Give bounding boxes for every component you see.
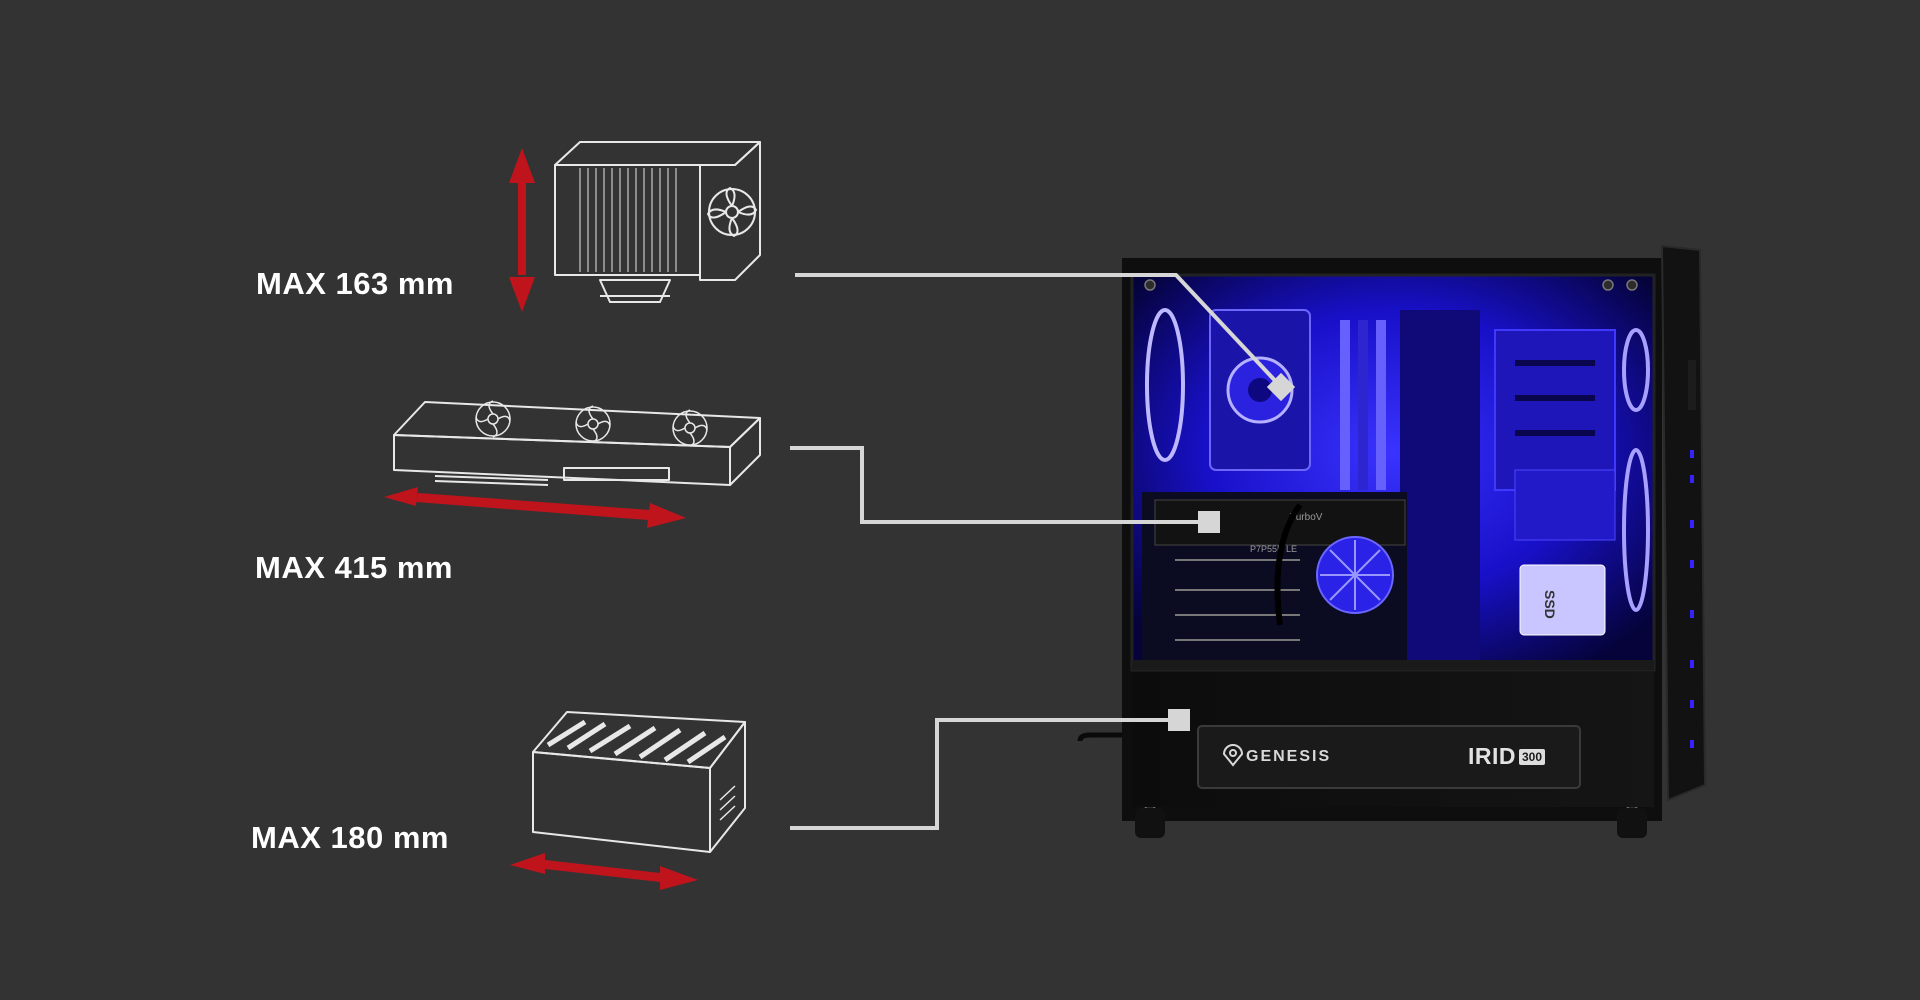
brand-plate bbox=[1197, 725, 1581, 789]
svg-text:TurboV: TurboV bbox=[1290, 512, 1323, 523]
graphics-card-max-length-label: MAX 415 mm bbox=[255, 550, 453, 585]
cpu-cooler-height-arrow bbox=[509, 148, 535, 312]
leader-lines bbox=[790, 273, 1284, 830]
graphics-card-length-arrow bbox=[384, 487, 686, 528]
svg-text:P7P55D LE: P7P55D LE bbox=[1250, 544, 1297, 554]
cpu-cooler-leader-line bbox=[795, 273, 1284, 390]
leader-endpoints bbox=[1168, 372, 1296, 731]
cpu-cooler-max-height-label: MAX 163 mm bbox=[256, 266, 454, 301]
graphics-card-icon bbox=[393, 400, 761, 486]
cpu-cooler-icon bbox=[554, 141, 761, 303]
genesis-logo-icon bbox=[1222, 744, 1244, 767]
case-foot bbox=[1135, 808, 1165, 838]
model-badge: IRID 300 bbox=[1468, 743, 1546, 770]
brand-name: GENESIS bbox=[1246, 748, 1332, 765]
pc-case: SSD TurboV P7P55D LE bbox=[1077, 244, 1707, 838]
front-led-strip bbox=[1690, 450, 1694, 748]
graphics-card-leader-line bbox=[790, 446, 1208, 524]
case-foot bbox=[1617, 808, 1647, 838]
svg-text:SSD: SSD bbox=[1542, 590, 1558, 619]
model-number: 300 bbox=[1519, 748, 1546, 765]
power-supply-icon bbox=[532, 711, 746, 853]
model-name: IRID bbox=[1468, 743, 1516, 769]
power-supply-max-length-label: MAX 180 mm bbox=[251, 820, 449, 855]
ssd-drive: SSD bbox=[1519, 564, 1606, 636]
power-supply-leader-line bbox=[790, 718, 1178, 830]
power-supply-length-arrow bbox=[510, 853, 698, 890]
